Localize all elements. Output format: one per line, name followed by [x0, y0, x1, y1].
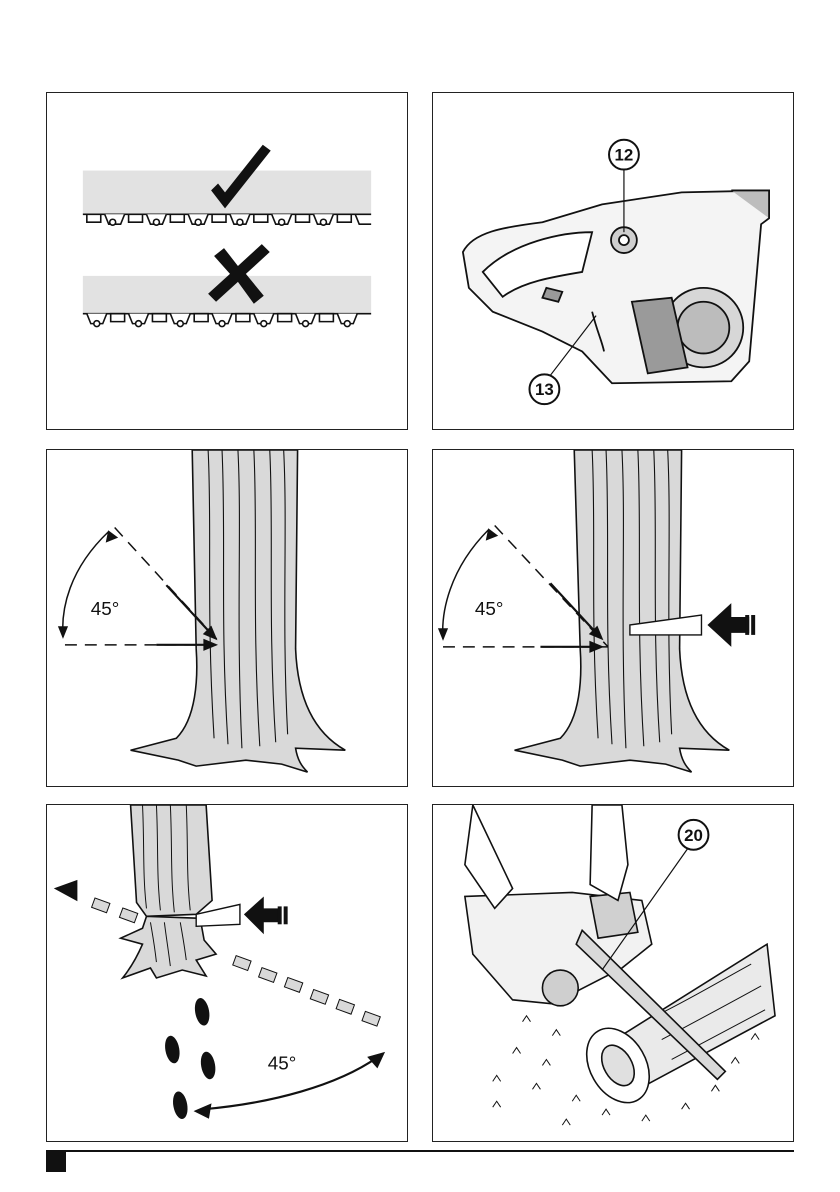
figure-felling-cut: 45° — [432, 449, 794, 787]
angle-label: 45° — [268, 1053, 297, 1074]
svg-text:13: 13 — [535, 380, 554, 399]
retreat-path — [55, 881, 380, 1027]
tree-trunk — [515, 450, 730, 772]
push-arrow-icon — [707, 603, 755, 647]
figure-chain-check — [46, 92, 408, 430]
angle-label: 45° — [475, 599, 504, 620]
figure-log-cutting: 20 — [432, 804, 794, 1142]
page-marker — [46, 1152, 66, 1172]
figure-chain-tension: 12 13 — [432, 92, 794, 430]
tree-trunk — [131, 450, 346, 772]
escape-path-illustration: 45° — [47, 805, 407, 1141]
figure-felling-notch: 45° — [46, 449, 408, 787]
chainsaw-body — [463, 190, 769, 383]
felling-notch-illustration: 45° — [47, 450, 407, 786]
chain-incorrect — [83, 314, 371, 327]
log-cutting-illustration: 20 — [433, 805, 793, 1141]
footprint-icon — [163, 997, 217, 1120]
footer-rule — [46, 1150, 794, 1152]
svg-text:20: 20 — [684, 826, 703, 845]
tree-trunk — [121, 805, 216, 978]
felling-cut-illustration: 45° — [433, 450, 793, 786]
push-arrow-icon — [244, 896, 288, 934]
angle-label: 45° — [91, 599, 120, 620]
chain-check-illustration — [47, 93, 407, 429]
chain-correct — [83, 214, 371, 225]
figure-escape-path: 45° — [46, 804, 408, 1142]
chain-tension-illustration: 12 13 — [433, 93, 793, 429]
svg-text:12: 12 — [615, 146, 634, 165]
